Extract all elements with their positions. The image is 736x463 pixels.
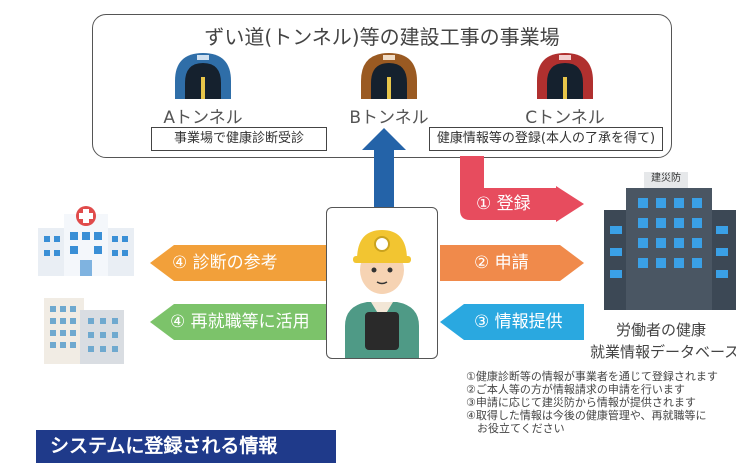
tunnel-a-icon <box>175 53 231 99</box>
diagnosis-arrow <box>150 245 326 281</box>
reemploy-label: ④ 再就職等に活用 <box>170 312 310 332</box>
note-2: ②ご本人等の方が情報請求の申請を行います <box>466 383 685 396</box>
tunnel-c-icon <box>537 53 593 99</box>
worksite-title: ずい道(トンネル)等の建設工事の事業場 <box>204 25 560 49</box>
kensaibo-building-icon <box>604 172 736 310</box>
tunnel-b-label: Bトンネル <box>349 108 429 128</box>
up-arrow-icon <box>362 128 406 212</box>
note-3: ③申請に応じて建災防から情報が提供されます <box>466 396 696 409</box>
note-4: ④取得した情報は今後の健康管理や、再就職等に <box>466 409 707 422</box>
note-1: ①健康診断等の情報が事業者を通じて登録されます <box>466 370 718 383</box>
worker-icon <box>345 230 419 358</box>
hospital-icon <box>38 206 134 276</box>
register-arrow <box>460 156 584 222</box>
database-title-line1: 労働者の健康 <box>615 321 706 339</box>
database-title-line2: 就業情報データベース <box>590 343 736 361</box>
tag-health-registration: 健康情報等の登録(本人の了承を得て) <box>429 127 663 151</box>
building-sign: 建災防 <box>651 173 681 184</box>
notes-list: ①健康診断等の情報が事業者を通じて登録されます ②ご本人等の方が情報請求の申請を… <box>466 370 718 435</box>
diagnosis-label: ④ 診断の参考 <box>172 253 278 273</box>
note-5: お役立てください <box>466 422 565 435</box>
provide-label: ③ 情報提供 <box>474 312 563 332</box>
tunnel-c-label: Cトンネル <box>525 108 605 128</box>
provide-arrow <box>440 304 584 340</box>
worksite-box: ずい道(トンネル)等の建設工事の事業場 Aトンネル Bトンネル Cトンネル 事業… <box>92 14 672 158</box>
office-building-icon <box>44 298 124 364</box>
apply-arrow <box>440 245 584 281</box>
tag-health-checkup: 事業場で健康診断受診 <box>151 127 327 151</box>
tunnel-a-label: Aトンネル <box>163 108 243 128</box>
register-label: ① 登録 <box>476 194 531 214</box>
worker-box <box>326 207 438 359</box>
section-banner: システムに登録される情報 <box>36 430 336 463</box>
tunnel-b-icon <box>361 53 417 99</box>
reemploy-arrow <box>150 304 326 340</box>
apply-label: ② 申請 <box>474 253 529 273</box>
